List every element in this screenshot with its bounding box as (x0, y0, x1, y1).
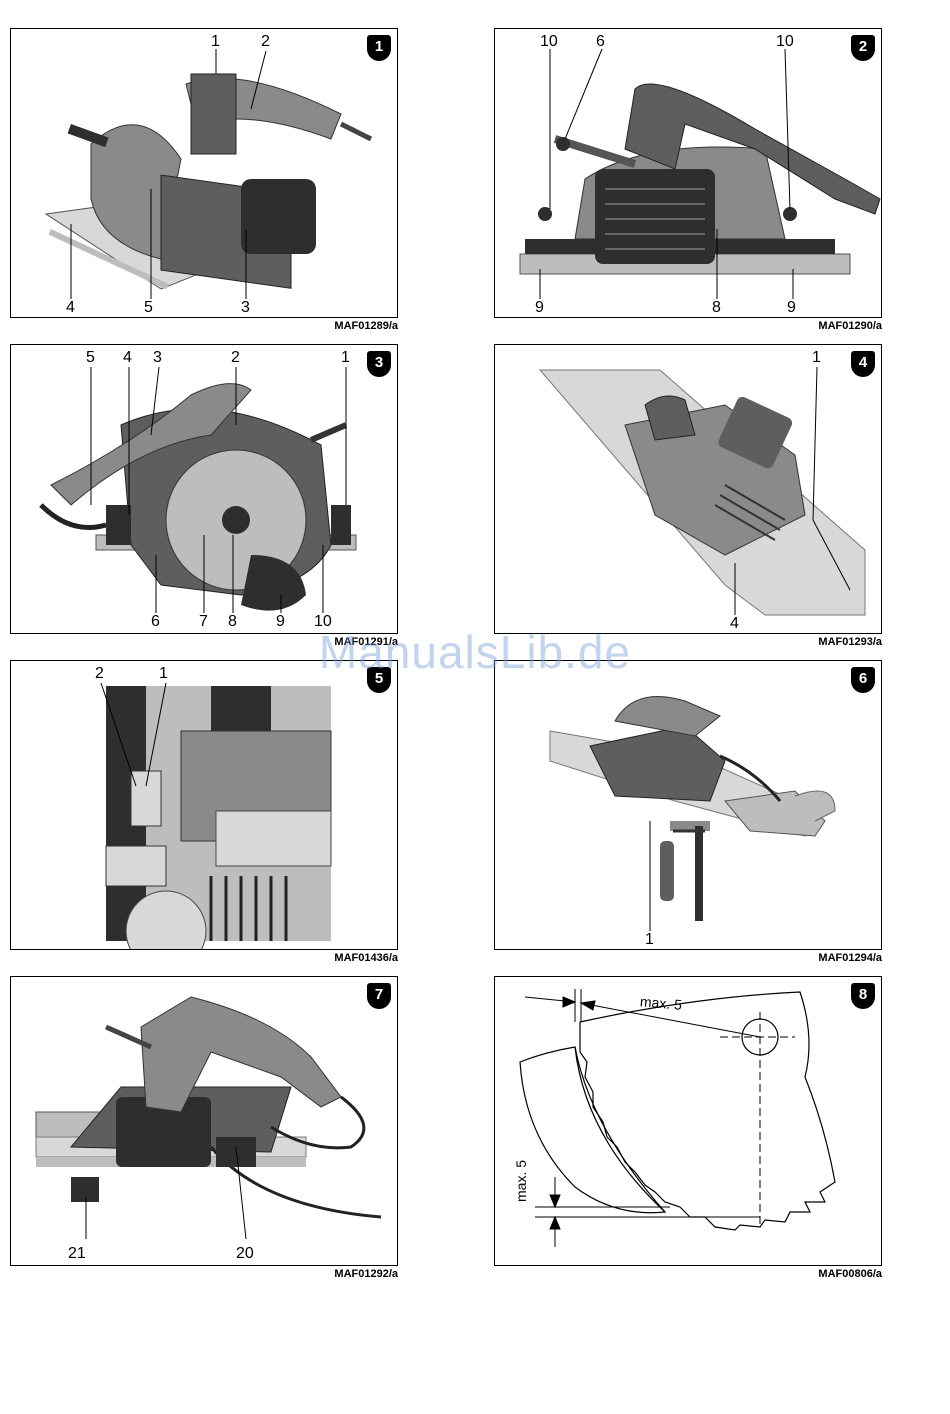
watermark: ManualsLib.de (0, 625, 950, 679)
figure-number-badge: 8 (851, 983, 875, 1009)
figure-code: MAF01289/a (198, 320, 398, 332)
callout-label: 6 (596, 33, 605, 51)
figure-1: 1 1 2 4 5 3 (10, 28, 398, 318)
figure-number-badge: 7 (367, 983, 391, 1009)
callout-label: 2 (261, 33, 270, 51)
figure-number-badge: 1 (367, 35, 391, 61)
figure-6: 6 1 (494, 660, 882, 950)
saw-on-rail-illustration (495, 345, 882, 634)
figure-number-badge: 2 (851, 35, 875, 61)
callout-label: 3 (153, 349, 162, 367)
dimension-label: max. 5 (513, 1160, 529, 1202)
figure-code: MAF01290/a (682, 320, 882, 332)
callout-label: 20 (236, 1245, 254, 1263)
figure-7: 7 21 20 (10, 976, 398, 1266)
saw-clamp-illustration (495, 661, 882, 950)
callout-label: 9 (787, 299, 796, 317)
callout-label: 2 (231, 349, 240, 367)
figure-5: 5 2 1 (10, 660, 398, 950)
saw-illustration-3 (11, 345, 398, 634)
figure-code: MAF01436/a (198, 952, 398, 964)
riving-knife-diagram (495, 977, 882, 1266)
callout-label: 5 (144, 299, 153, 317)
saw-illustration-1 (11, 29, 398, 318)
figure-code: MAF00806/a (682, 1268, 882, 1280)
figure-4: 4 1 4 (494, 344, 882, 634)
callout-label: 4 (123, 349, 132, 367)
figure-2: 2 10 6 10 9 8 9 (494, 28, 882, 318)
figure-code: MAF01294/a (682, 952, 882, 964)
callout-label: 1 (341, 349, 350, 367)
saw-illustration-2 (495, 29, 882, 318)
callout-label: 4 (66, 299, 75, 317)
figure-3: 3 5 4 3 2 1 6 7 8 9 10 (10, 344, 398, 634)
callout-label: 10 (540, 33, 558, 51)
callout-label: 1 (812, 349, 821, 367)
callout-label: 9 (535, 299, 544, 317)
callout-label: 1 (211, 33, 220, 51)
callout-label: 10 (776, 33, 794, 51)
saw-rail-side-illustration (11, 977, 398, 1266)
figure-8: 8 max. 5 max. 5 (494, 976, 882, 1266)
callout-label: 1 (645, 931, 654, 949)
callout-label: 3 (241, 299, 250, 317)
figure-code: MAF01292/a (198, 1268, 398, 1280)
callout-label: 5 (86, 349, 95, 367)
callout-label: 8 (712, 299, 721, 317)
figure-number-badge: 3 (367, 351, 391, 377)
callout-label: 21 (68, 1245, 86, 1263)
scale-closeup-illustration (11, 661, 398, 950)
figure-number-badge: 4 (851, 351, 875, 377)
